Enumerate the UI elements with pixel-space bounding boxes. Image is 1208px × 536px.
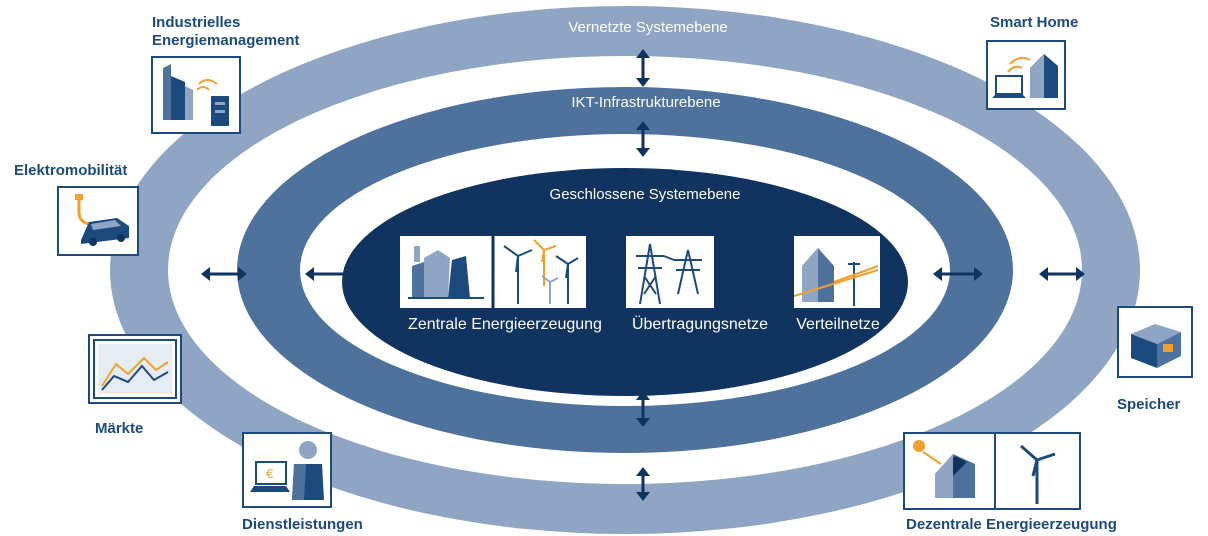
middle-ring-label: IKT-Infrastrukturebene xyxy=(571,94,721,111)
arrow-top-middle xyxy=(636,121,650,157)
arrow-top-outer xyxy=(636,49,650,87)
emobility-label: Elektromobilität xyxy=(14,162,128,179)
distribution-grid-icon xyxy=(794,236,880,308)
solar-wind-icon xyxy=(903,432,1081,510)
smart-home-label: Smart Home xyxy=(990,14,1079,31)
arrow-bottom-middle xyxy=(636,391,650,427)
factory-server-icon xyxy=(151,56,241,134)
inner-core xyxy=(342,168,908,396)
inner-ring-label: Geschlossene Systemebene xyxy=(549,186,741,203)
battery-storage-icon xyxy=(1117,306,1193,378)
industrial-label: Industrielles Energiemanagement xyxy=(152,14,300,50)
storage-label: Speicher xyxy=(1117,396,1181,413)
laptop-person-icon: € xyxy=(242,432,332,508)
core-label-central-generation: Zentrale Energieerzeugung xyxy=(408,316,602,333)
svg-text:€: € xyxy=(266,467,274,481)
core-label-distribution: Verteilnetze xyxy=(796,316,880,333)
electric-car-icon xyxy=(57,186,139,256)
industrial-label-line1: Industrielles xyxy=(152,14,241,31)
arrow-right-outer xyxy=(1039,267,1085,281)
arrow-left-middle xyxy=(305,267,353,281)
arrow-left-outer xyxy=(201,267,247,281)
decentral-label: Dezentrale Energieerzeugung xyxy=(906,516,1117,533)
services-label: Dienstleistungen xyxy=(242,516,363,533)
core-label-transmission: Übertragungsnetze xyxy=(631,316,769,333)
markets-label: Märkte xyxy=(95,420,144,437)
transmission-tower-icon xyxy=(626,236,714,308)
industrial-label-line2: Energiemanagement xyxy=(152,32,300,49)
arrow-right-middle xyxy=(933,267,983,281)
power-plant-wind-icon xyxy=(400,236,586,308)
outer-ring-label: Vernetzte Systemebene xyxy=(568,19,728,36)
market-chart-icon xyxy=(88,334,182,404)
laptop-house-icon xyxy=(986,40,1066,110)
arrows xyxy=(201,49,1085,501)
arrow-bottom-outer xyxy=(636,467,650,501)
